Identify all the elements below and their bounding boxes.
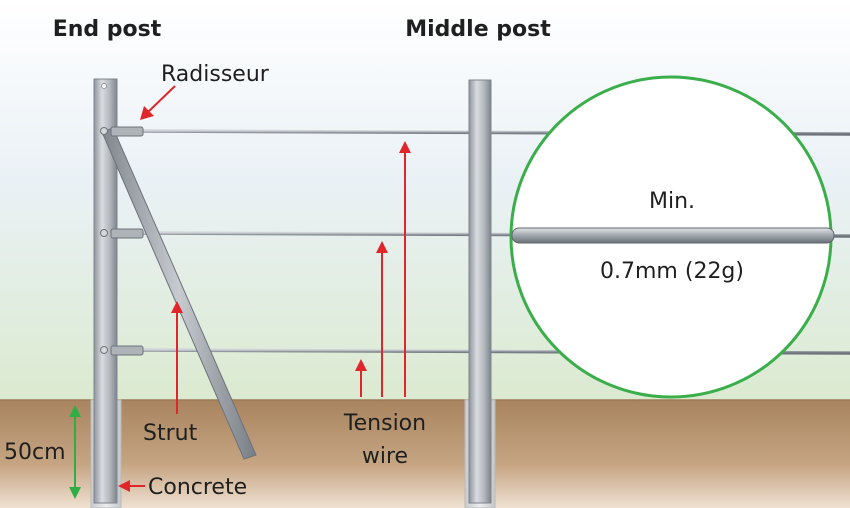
middle-post-heading: Middle post xyxy=(405,17,551,42)
strut-arrowhead xyxy=(171,301,183,313)
radisseur-middle-bolt xyxy=(100,229,108,237)
strut xyxy=(101,127,257,460)
radisseur-label: Radisseur xyxy=(161,62,270,87)
radisseur-top xyxy=(110,126,144,137)
concrete-arrowhead xyxy=(118,480,130,492)
ground xyxy=(0,400,850,508)
min-label: Min. xyxy=(649,189,695,214)
callout-arrows xyxy=(118,85,411,492)
radisseur-bottom xyxy=(110,345,144,356)
tension-arrowhead-top xyxy=(399,141,411,153)
strut-label: Strut xyxy=(143,421,198,446)
depth-arrow xyxy=(69,405,81,499)
wire-gauge-detail: Min. 0.7mm (22g) xyxy=(509,75,835,399)
tension-arrowhead-bottom xyxy=(355,359,367,371)
radisseur-arrowhead xyxy=(140,106,154,120)
tension-wire-label-line1: Tension xyxy=(343,411,426,436)
depth-label: 50cm xyxy=(4,440,66,465)
middle-post xyxy=(468,79,492,504)
radisseurs xyxy=(100,126,144,356)
concrete-label: Concrete xyxy=(148,475,247,500)
radisseur-arrow xyxy=(145,85,176,115)
gauge-label: 0.7mm (22g) xyxy=(600,259,744,284)
radisseur-top-bolt xyxy=(100,127,108,135)
tension-arrowhead-middle xyxy=(376,241,388,253)
end-post-heading: End post xyxy=(53,17,162,42)
end-post xyxy=(93,78,118,504)
end-post-hole xyxy=(101,83,107,89)
radisseur-middle xyxy=(110,228,144,239)
radisseur-bottom-bolt xyxy=(100,346,108,354)
magnified-wire xyxy=(511,227,835,244)
tension-wire-label-line2: wire xyxy=(362,444,408,469)
depth-arrowhead-bottom xyxy=(69,487,81,499)
depth-arrowhead-top xyxy=(69,405,81,417)
